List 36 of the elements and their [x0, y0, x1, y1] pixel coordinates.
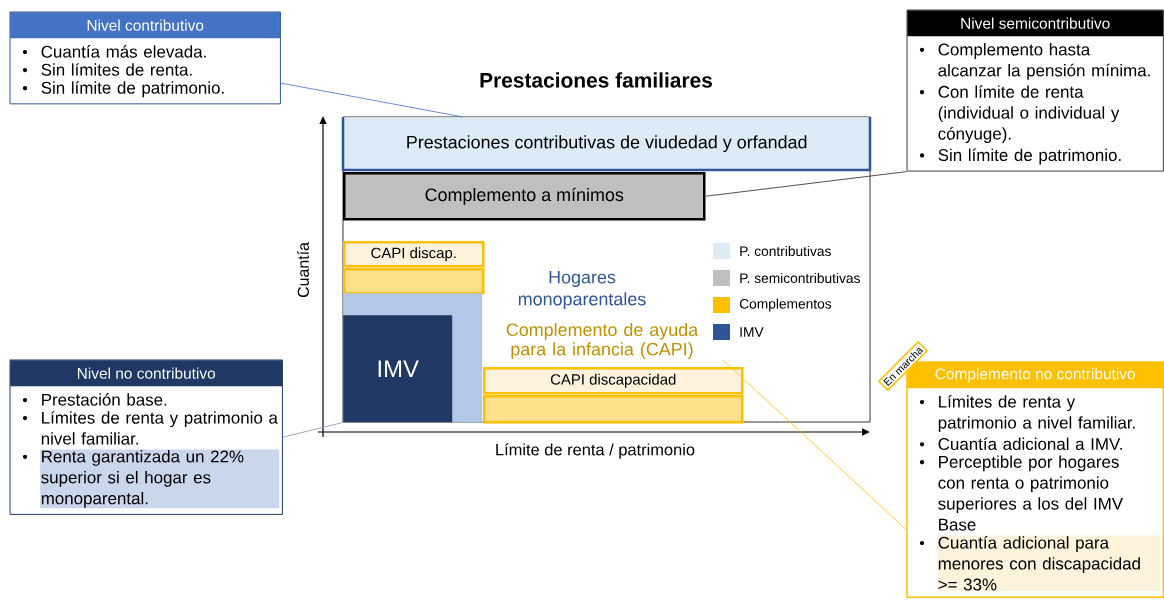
bar-box	[483, 395, 744, 424]
leader-line	[280, 82, 464, 118]
bullet-item: Cuantía adicional a IMV.	[919, 437, 1122, 451]
legend-label: Complementos	[739, 298, 832, 312]
area-label: Hogares monoparentales	[518, 271, 646, 309]
legend-label: P. contributivas	[740, 245, 831, 257]
legend-label: IMV	[740, 327, 764, 337]
leader-line	[705, 171, 907, 197]
bullet-item: Sin límites de renta.	[22, 63, 192, 76]
bar-box	[343, 268, 485, 295]
bullet-item: Complemento hasta alcanzar la pensión mínima.	[919, 43, 1150, 80]
bullet-item: Sin límite de patrimonio.	[22, 81, 224, 98]
bullet-item: Límites de renta y patrimonio a nivel familiar.	[919, 395, 1135, 432]
axis-label: Límite de renta / patrimonio	[496, 443, 695, 459]
title: Prestaciones familiares	[480, 72, 712, 88]
highlighted-bullet-item: Cuantía adicional para menores con discapacidad >= 33%	[919, 535, 1161, 591]
bullet-item: Perceptible por hogares con renta o patrimonio superiores a los del IMV Base	[919, 455, 1124, 531]
legend-label: P. semicontributivas	[740, 272, 860, 284]
highlighted-bullet-item: Renta garantizada un 22% superior si el hogar es monoparental.	[22, 449, 280, 509]
caption-text: Complemento de ayuda para la infancia (CAPI)	[506, 322, 699, 360]
axis-label: Cuantía	[297, 242, 309, 298]
bar-box: CAPI discap.	[343, 241, 485, 268]
bullet-item: Con límite de renta (individual o individual y cónyuge).	[919, 85, 1120, 144]
box-header: Nivel semicontributivo	[907, 10, 1164, 37]
bar-box: Complemento a mínimos	[343, 172, 706, 221]
box-header: Nivel contributivo	[10, 12, 281, 39]
bullet-item: Límites de renta y patrimonio a nivel familiar.	[22, 411, 278, 445]
bullet-item: Cuantía más elevada.	[22, 45, 206, 58]
bullet-item: Sin límite de patrimonio.	[919, 148, 1121, 165]
bar-box: CAPI discapacidad	[483, 367, 744, 395]
box-header: Nivel no contributivo	[10, 360, 283, 387]
leader-line	[282, 422, 344, 438]
bar-box: Prestaciones contributivas de viudedad y orfandad	[341, 117, 872, 172]
leader-line	[722, 359, 907, 530]
bullet-item: Prestación base.	[22, 393, 167, 406]
bar-box: IMV	[343, 315, 453, 423]
